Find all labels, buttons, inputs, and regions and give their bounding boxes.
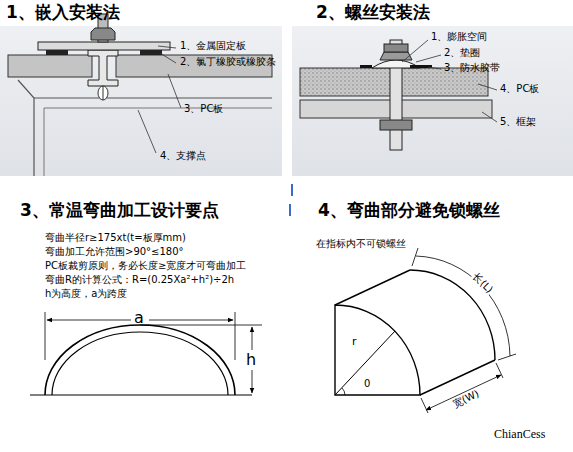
callout-label: 3、防水胶带	[444, 62, 500, 74]
dimension-label: h	[246, 351, 256, 369]
design-note: h为高度，a为跨度	[45, 288, 127, 300]
dimension-label: 长(L)	[470, 270, 496, 296]
panel-title: 1、嵌入安装法	[6, 3, 120, 23]
panel-title: 3、常温弯曲加工设计要点	[20, 201, 219, 221]
callout-label: 2、氯丁橡胶或橡胶条	[180, 56, 276, 68]
callout-label: 4、支撑点	[160, 150, 206, 162]
panel-title: 4、弯曲部分避免锁螺丝	[318, 201, 500, 221]
bend-arch-figure	[30, 312, 262, 395]
callout-label: 1、金属固定板	[180, 40, 246, 52]
figure-note: 在指标内不可锁螺丝	[316, 238, 406, 250]
callout-label: 4、PC板	[500, 83, 539, 95]
dimension-label: r	[352, 336, 357, 349]
design-note: 弯曲R的计算公式：R=(0.25Xa²+h²)÷2h	[45, 274, 234, 286]
bend-sector-figure	[335, 248, 516, 413]
callout-label: 5、框架	[500, 116, 536, 128]
callout-label: 2、垫圈	[444, 47, 480, 59]
separator	[289, 204, 291, 216]
panel-title: 2、螺丝安装法	[316, 3, 430, 23]
screw-install-figure	[292, 26, 573, 176]
design-note: 弯曲加工允许范围>90°≤180°	[45, 246, 184, 258]
callout-label: 3、PC板	[184, 103, 223, 115]
design-note: 弯曲半径r≥175xt(t=板厚mm)	[45, 232, 186, 244]
embed-install-figure	[0, 14, 282, 176]
watermark: ChianCess	[494, 428, 545, 442]
angle-label: 0	[364, 378, 370, 390]
callout-label: 1、膨胀空间	[431, 31, 487, 43]
dimension-label: 宽(W)	[450, 387, 482, 410]
separator	[291, 184, 293, 196]
design-note: PC板裁剪原则，务必长度≥宽度才可弯曲加工	[45, 260, 246, 272]
dimension-label: a	[134, 309, 144, 327]
